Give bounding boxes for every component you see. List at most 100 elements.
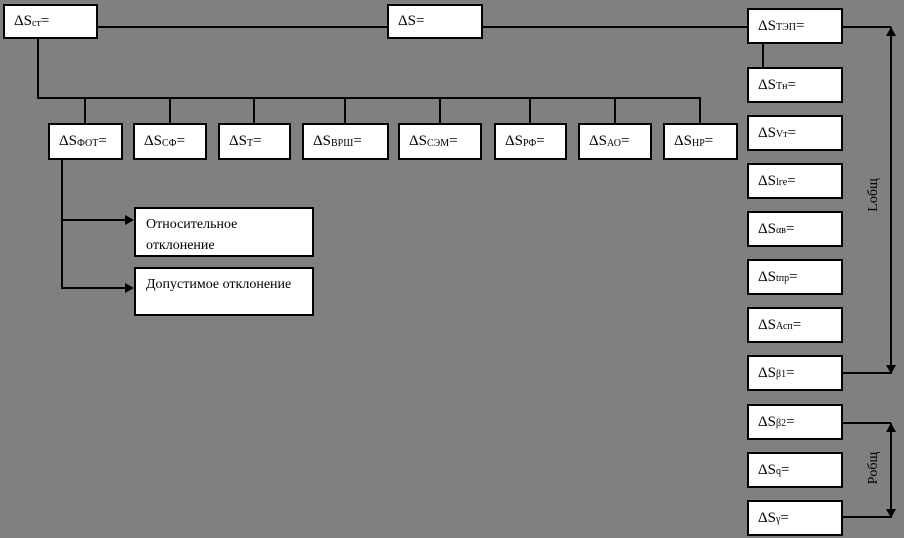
- node-label-subscript: lге: [776, 177, 788, 188]
- connector-line: [614, 98, 616, 125]
- bracket-line: [843, 516, 891, 518]
- node-label-equals: =: [40, 13, 50, 29]
- node-label-subscript: q: [776, 466, 781, 477]
- node-label-subscript: β2: [776, 418, 787, 429]
- node-label-subscript: РФ: [523, 137, 537, 149]
- node-label-equals: =: [620, 133, 630, 149]
- node-label-prefix: ΔS: [409, 133, 427, 149]
- arrow-right-icon: [125, 283, 134, 293]
- arrow-down-icon: [886, 365, 896, 374]
- node-label-prefix: ΔS: [758, 509, 776, 526]
- bracket-l-total-label: Lобщ: [866, 178, 881, 212]
- connector-line: [762, 43, 764, 67]
- node-label-subscript: НР: [692, 137, 705, 149]
- node-label-equals: =: [98, 133, 107, 149]
- arrow-up-icon: [886, 423, 896, 432]
- node-label-equals: =: [795, 17, 805, 34]
- node-label-equals: =: [792, 316, 802, 333]
- node-label-subscript: Тн: [776, 81, 788, 92]
- node-label-equals: =: [786, 413, 795, 430]
- connector-line: [344, 98, 346, 125]
- node-label-prefix: ΔS: [758, 124, 776, 141]
- connector-line: [38, 97, 701, 99]
- node-label-subscript: ст: [32, 17, 41, 29]
- node-delta-s-total: ΔS=: [387, 4, 483, 39]
- arrow-down-icon: [886, 509, 896, 518]
- node-label-equals: =: [787, 76, 796, 93]
- bracket-line: [843, 372, 891, 374]
- node-label-prefix: ΔS: [144, 133, 162, 149]
- bracket-line: [843, 422, 891, 424]
- node-label-equals: =: [704, 133, 714, 149]
- connector-line: [699, 98, 701, 125]
- node-label-equals: =: [416, 13, 425, 29]
- node-label-prefix: ΔS: [758, 364, 776, 381]
- node-label-prefix: ΔS: [758, 172, 776, 189]
- node-label-equals: =: [780, 509, 789, 526]
- permissible-deviation-box: Допустимое отклонение: [134, 267, 314, 316]
- bracket-line: [890, 423, 892, 518]
- node-label-equals: =: [536, 133, 545, 149]
- node-label-equals: =: [449, 133, 458, 149]
- node-label-prefix: ΔS: [758, 76, 776, 93]
- arrow-up-icon: [886, 27, 896, 36]
- node-label-subscript: ФОТ: [77, 137, 99, 149]
- node-label-subscript: Т: [247, 137, 254, 149]
- node-label-prefix: ΔS: [758, 220, 776, 237]
- node-label-equals: =: [176, 133, 186, 149]
- node-label-prefix: ΔS: [758, 268, 776, 285]
- arrow-right-icon: [125, 215, 134, 225]
- node-label-prefix: ΔS: [758, 17, 776, 34]
- node-label-equals: =: [787, 172, 796, 189]
- node-label-equals: =: [253, 133, 262, 149]
- node-label-subscript: tпр: [776, 273, 790, 284]
- connector-line: [253, 98, 255, 125]
- node-label-prefix: ΔS: [229, 133, 247, 149]
- connector-line: [61, 219, 125, 221]
- node-label-subscript: Vт: [776, 129, 788, 140]
- connector-line: [843, 26, 891, 28]
- connector-line: [61, 287, 125, 289]
- node-label-equals: =: [353, 133, 362, 149]
- node-label-subscript: СФ: [162, 137, 177, 149]
- node-label-subscript: αв: [776, 225, 786, 236]
- connector-line: [37, 39, 39, 99]
- node-label-subscript: ТЭП: [776, 22, 796, 33]
- node-label-equals: =: [786, 364, 795, 381]
- connector-line: [61, 158, 63, 289]
- node-label-subscript: γ: [776, 514, 781, 525]
- node-label-prefix: ΔS: [59, 133, 77, 149]
- node-label-prefix: ΔS: [14, 13, 32, 29]
- relative-deviation-box: Относительное отклонение: [134, 207, 314, 257]
- node-label-prefix: ΔS: [589, 133, 607, 149]
- node-label-subscript: β1: [776, 369, 787, 380]
- node-label-prefix: ΔS: [758, 413, 776, 430]
- node-label-prefix: ΔS: [313, 133, 331, 149]
- node-label-subscript: ВРШ: [331, 137, 354, 149]
- bracket-line: [890, 27, 892, 374]
- node-label-prefix: ΔS: [505, 133, 523, 149]
- node-label-prefix: ΔS: [674, 133, 692, 149]
- node-label-prefix: ΔS: [758, 461, 776, 478]
- node-label-subscript: СЭМ: [427, 137, 450, 149]
- connector-line: [439, 98, 441, 125]
- connector-line: [529, 98, 531, 125]
- node-label-equals: =: [781, 461, 790, 478]
